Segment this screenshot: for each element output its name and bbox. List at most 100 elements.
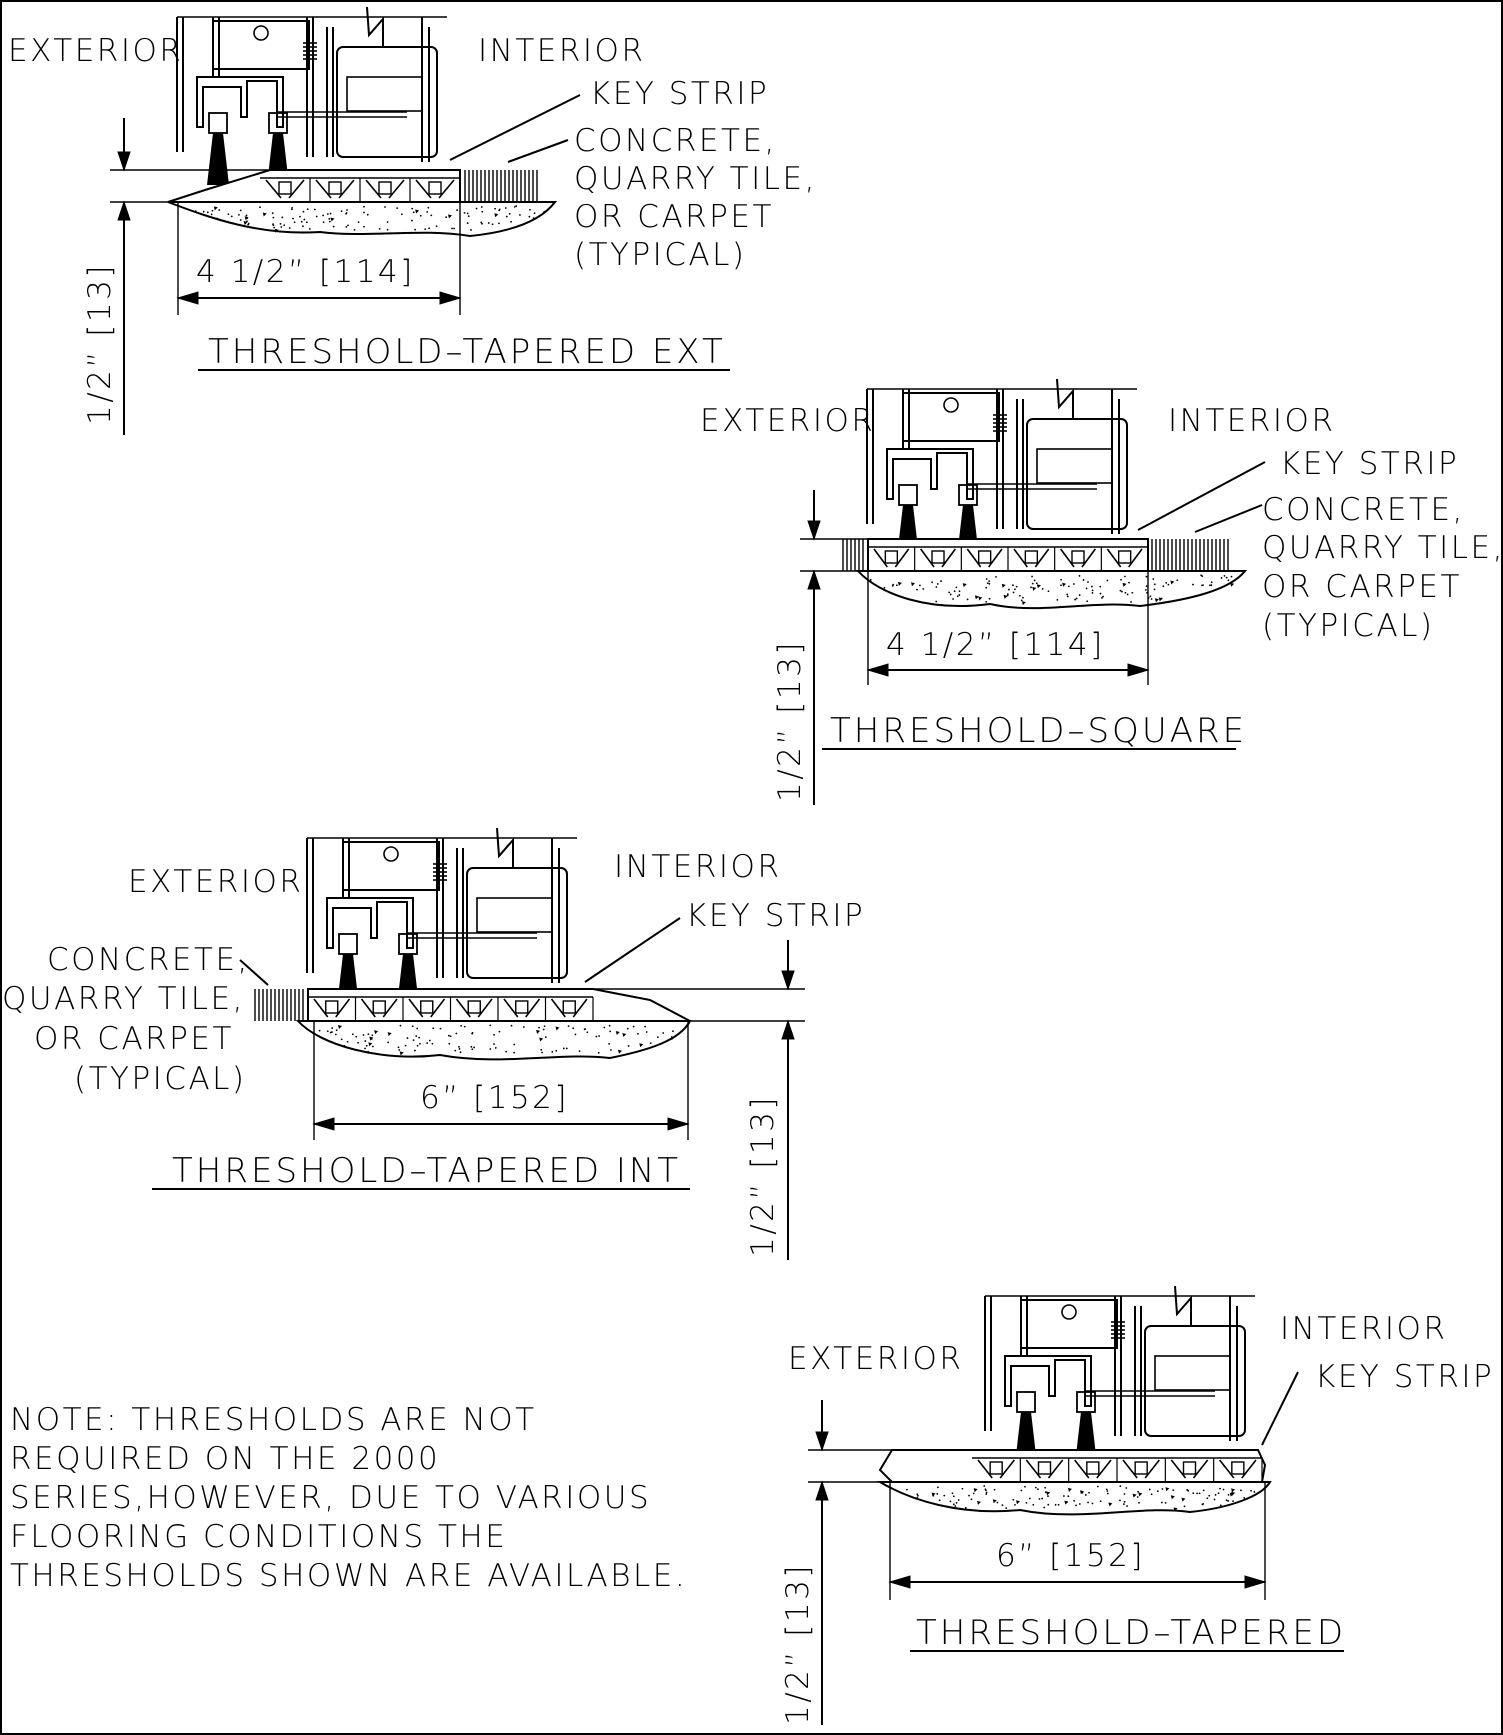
concrete-stipple — [936, 1493, 939, 1495]
mullion-outline — [342, 841, 440, 891]
concrete-stipple — [227, 213, 230, 216]
concrete-aggregate — [1181, 1497, 1186, 1502]
concrete-stipple — [329, 1031, 332, 1034]
width-dimension: 6” [152] — [420, 1080, 569, 1116]
concrete-stipple — [1128, 581, 1130, 584]
interior-panel — [336, 46, 438, 158]
profile-web — [365, 179, 405, 199]
profile-web — [265, 179, 305, 199]
concrete-stipple — [1025, 1501, 1028, 1504]
concrete-stipple — [966, 598, 969, 601]
concrete-stipple — [299, 215, 301, 218]
concrete-stipple — [1119, 589, 1122, 592]
concrete-stipple — [1014, 1503, 1016, 1506]
concrete-stipple — [1192, 1492, 1195, 1495]
screw-hole — [1061, 1304, 1077, 1320]
concrete-stipple — [1022, 596, 1024, 599]
floor-leader — [1194, 504, 1263, 533]
concrete-stipple — [271, 212, 274, 215]
concrete-stipple — [1047, 1495, 1049, 1498]
concrete-stipple — [428, 227, 430, 230]
concrete-stipple — [1043, 1506, 1046, 1509]
concrete-stipple — [637, 1032, 639, 1035]
dim-arrowhead — [1244, 1575, 1267, 1589]
concrete-aggregate — [369, 1036, 374, 1041]
floor-leader — [239, 959, 269, 986]
concrete-stipple — [386, 221, 389, 223]
concrete-stipple — [1032, 1503, 1035, 1506]
profile-web — [408, 998, 446, 1018]
concrete-stipple — [340, 1038, 343, 1041]
concrete-stipple — [995, 575, 997, 578]
concrete-aggregate — [1016, 1500, 1021, 1505]
key-strip-leader — [1261, 1371, 1299, 1446]
concrete-stipple — [1136, 1496, 1139, 1498]
profile-web — [1122, 1459, 1160, 1479]
concrete-stipple — [345, 226, 348, 228]
concrete-stipple — [1223, 574, 1226, 577]
concrete-stipple — [459, 1051, 462, 1054]
concrete-stipple — [292, 217, 294, 220]
concrete-stipple — [949, 593, 952, 596]
concrete-stipple — [1153, 588, 1156, 591]
concrete-stipple — [1031, 575, 1033, 578]
general-note: NOTE: THRESHOLDS ARE NOT REQUIRED ON THE… — [10, 1402, 685, 1594]
concrete-stipple — [334, 1033, 337, 1036]
dim-arrowhead — [439, 291, 462, 305]
concrete-stipple — [378, 227, 381, 230]
concrete-stipple — [996, 1501, 999, 1504]
exterior-label: EXTERIOR — [700, 403, 875, 439]
concrete-aggregate — [1046, 1491, 1051, 1496]
concrete-stipple — [515, 205, 518, 207]
concrete-stipple — [494, 1047, 497, 1049]
concrete-stipple — [922, 588, 925, 590]
concrete-stipple — [398, 1049, 401, 1051]
concrete-stipple — [510, 1024, 513, 1027]
concrete-stipple — [362, 1034, 365, 1036]
concrete-stipple — [958, 594, 961, 596]
concrete-aggregate — [1230, 582, 1235, 587]
profile-web — [1170, 1459, 1209, 1479]
concrete-stipple — [1217, 1492, 1220, 1495]
detail-title: THRESHOLD–TAPERED EXT — [208, 332, 726, 372]
floor-note-line: OR CARPET — [1262, 569, 1462, 605]
break-symbol — [496, 827, 514, 868]
concrete-stipple — [471, 1032, 474, 1035]
profile-cell — [562, 1000, 576, 1014]
concrete-stipple — [1202, 584, 1204, 587]
concrete-stipple — [272, 216, 275, 219]
concrete-stipple — [916, 1493, 919, 1496]
concrete-stipple — [1144, 589, 1147, 591]
concrete-stipple — [1087, 581, 1089, 583]
dim-arrowhead — [807, 520, 821, 541]
concrete-stipple — [505, 215, 508, 218]
concrete-stipple — [460, 1024, 463, 1027]
screw-hole — [383, 846, 399, 862]
profile-cell — [325, 1000, 339, 1014]
concrete-stipple — [541, 1051, 543, 1054]
profile-cell — [328, 181, 342, 195]
concrete-stipple — [194, 210, 197, 213]
concrete-stipple — [1150, 1493, 1153, 1496]
profile-cell — [372, 1000, 386, 1014]
concrete-aggregate — [338, 1025, 343, 1030]
floor-finish-hatch — [842, 539, 864, 571]
concrete-stipple — [1066, 595, 1069, 598]
floor-finish-hatch — [464, 170, 538, 202]
dim-arrowhead — [781, 1019, 795, 1040]
concrete-aggregate — [977, 1500, 982, 1505]
concrete-stipple — [347, 224, 349, 227]
concrete-stipple — [396, 207, 399, 209]
concrete-aggregate — [539, 1037, 544, 1042]
interior-panel — [1144, 1325, 1246, 1437]
concrete-stipple — [961, 1487, 964, 1490]
detail-title: THRESHOLD–TAPERED — [916, 1613, 1346, 1653]
exterior-label: EXTERIOR — [128, 864, 303, 900]
key-strip-label: KEY STRIP — [1280, 446, 1459, 482]
concrete-stipple — [1147, 597, 1150, 599]
concrete-stipple — [985, 586, 988, 589]
concrete-stipple — [983, 1485, 986, 1487]
concrete-stipple — [412, 1039, 415, 1042]
concrete-stipple — [916, 1494, 919, 1497]
profile-cell — [1024, 550, 1039, 564]
